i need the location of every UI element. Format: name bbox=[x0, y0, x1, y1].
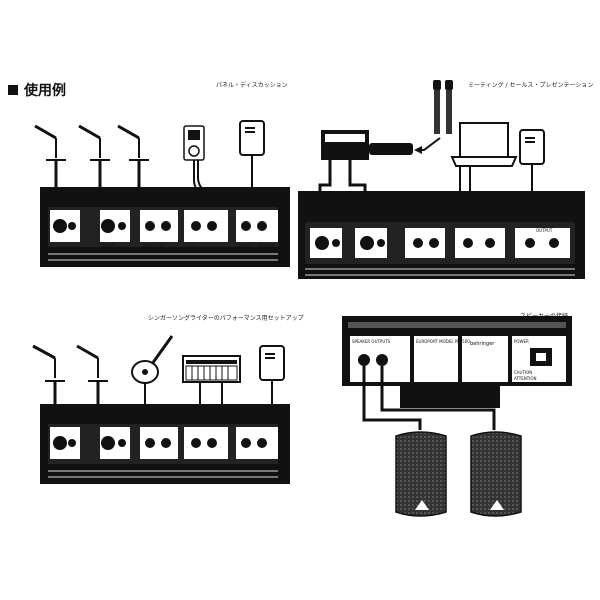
scene-meeting: OUTPUT bbox=[298, 80, 585, 279]
heading-text: 使用例 bbox=[24, 83, 66, 99]
microphone-icon bbox=[32, 344, 65, 382]
scene-panel-discussion: LINE IN MP3 / USB FX DIRECT PHONES bbox=[34, 120, 290, 267]
speaker-cabinet-icon bbox=[470, 431, 522, 517]
guitar-icon bbox=[131, 335, 174, 384]
amp-label-speaker-outputs: SPEAKER OUTPUTS bbox=[352, 339, 391, 344]
mixer-panel: LINE IN MP3 / USB FX DIRECT PHONES bbox=[40, 187, 290, 267]
amp-label-model: EUROPORT MODEL PPA500 bbox=[416, 339, 470, 344]
wireless-receiver-icon bbox=[321, 130, 413, 160]
section-heading: 使用例 bbox=[8, 80, 66, 100]
panel-label-output: OUTPUT bbox=[536, 228, 553, 233]
amplifier-panel: SPEAKER OUTPUTS EUROPORT MODEL PPA500 be… bbox=[342, 316, 572, 408]
panel-label-phones: PHONES bbox=[258, 243, 275, 248]
microphone-icon bbox=[34, 124, 66, 161]
caption-singer: シンガーソングライターのパフォーマンス用セットアップ bbox=[148, 315, 304, 322]
caption-panel-discussion: パネル・ディスカッション bbox=[216, 82, 288, 89]
mp3-player-icon bbox=[183, 125, 205, 161]
panel-label-fx: FX bbox=[190, 243, 195, 248]
wireless-mic-icon bbox=[433, 80, 453, 134]
mixer-panel bbox=[40, 404, 290, 484]
speaker-cabinet-icon bbox=[395, 431, 447, 517]
microphone-icon bbox=[76, 344, 108, 382]
power-adapter-icon bbox=[259, 345, 285, 381]
microphone-icon bbox=[117, 124, 149, 161]
microphone-icon bbox=[78, 124, 110, 161]
scene-singer bbox=[32, 335, 290, 484]
panel-label-line-in: LINE IN bbox=[100, 243, 114, 248]
amp-label-caution: CAUTION bbox=[514, 370, 532, 375]
mixer-panel: OUTPUT bbox=[298, 191, 585, 279]
amp-label-attention: ATTENTION bbox=[514, 376, 537, 381]
heading-square-icon bbox=[8, 85, 18, 95]
scene-speaker: SPEAKER OUTPUTS EUROPORT MODEL PPA500 be… bbox=[342, 316, 572, 517]
caption-meeting: ミーティング / セールス・プレゼンテーション bbox=[468, 82, 594, 89]
amp-label-power: POWER bbox=[514, 339, 529, 344]
power-adapter-icon bbox=[519, 129, 545, 165]
laptop-icon bbox=[450, 122, 518, 167]
keyboard-icon bbox=[182, 355, 241, 383]
panel-label-mp3-usb: MP3 / USB bbox=[143, 243, 164, 248]
amp-label-brand: behringer bbox=[470, 341, 495, 347]
power-adapter-icon bbox=[239, 120, 265, 156]
panel-label-direct: DIRECT bbox=[238, 243, 253, 248]
